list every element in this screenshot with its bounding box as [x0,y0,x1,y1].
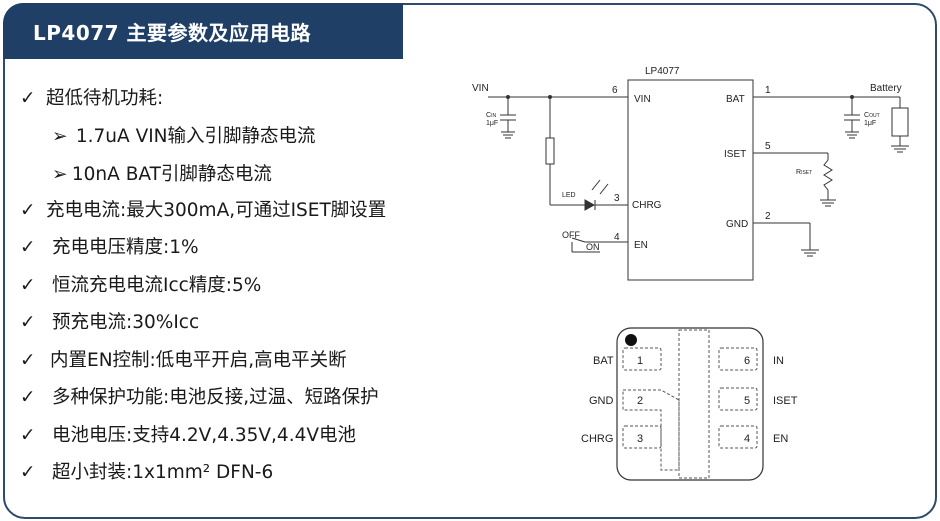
package-pinout: BAT 1 GND 2 CHRG 3 6 IN 5 ISET 4 EN [581,327,798,481]
pin-chrg-name: CHRG [632,200,662,211]
pin-iset-name: ISET [724,149,746,160]
pin-en-num: 4 [614,232,620,243]
pin1-dot-icon [625,334,637,346]
pkg-pin-name: ISET [773,395,798,407]
arrow-icon: ➢ [52,126,68,147]
pin-vin-name: VIN [634,94,651,105]
slide-title: LP4077 主要参数及应用电路 [33,21,312,45]
pkg-pin-num: 3 [637,433,643,445]
feature-text: 多种保护功能:电池反接,过温、短路保护 [52,387,379,408]
battery-label: Battery [870,83,902,94]
cout-value: 1μF [864,120,876,127]
list-item: ➢ 1.7uA VIN输入引脚静态电流 [52,122,316,148]
feature-text: 内置EN控制:低电平开启,高电平关断 [50,350,347,371]
check-icon: ✓ [20,200,36,221]
svg-text:COUT: COUT [864,112,880,119]
feature-text: 电池电压:支持4.2V,4.35V,4.4V电池 [52,425,356,446]
feature-text: 10nA BAT引脚静态电流 [71,164,272,185]
title-banner: LP4077 主要参数及应用电路 [3,3,403,59]
feature-text: 恒流充电电流Icc精度:5% [52,275,262,296]
rset-label: R [796,169,801,176]
check-icon: ✓ [20,387,36,408]
list-item: ➢ 10nA BAT引脚静态电流 [52,160,272,186]
check-icon: ✓ [20,237,36,258]
pin-vin-num: 6 [612,85,618,96]
svg-text:CIN: CIN [486,112,496,119]
check-icon: ✓ [20,462,36,483]
cout-label: C [864,112,869,119]
arrow-icon: ➢ [52,164,68,185]
pkg-pin-name: EN [773,433,788,445]
cin-value: 1μF [486,120,498,127]
pin-chrg-num: 3 [614,193,620,204]
chip-body [627,79,754,281]
pin-bat-name: BAT [726,94,745,105]
pkg-pin-name: CHRG [581,433,613,445]
led-label: LED [562,192,576,199]
pkg-pin-name: IN [773,355,784,367]
package-body [616,327,764,481]
cout-sub: OUT [869,113,880,119]
application-schematic: LP4077 VIN Battery VIN 6 CHRG 3 EN 4 BAT… [472,66,909,281]
pin-gnd-num: 2 [765,211,771,222]
check-icon: ✓ [20,350,36,371]
check-icon: ✓ [20,88,36,109]
pkg-pin-num: 2 [637,395,643,407]
svg-text:RISET: RISET [796,169,812,176]
pkg-pin-name: GND [589,395,614,407]
pin-iset-num: 5 [765,141,771,152]
feature-text: 超小封装:1x1mm² DFN-6 [52,462,274,483]
cin-label: C [486,112,491,119]
chip-label: LP4077 [645,66,680,77]
pin-en-name: EN [634,240,648,251]
feature-text: 1.7uA VIN输入引脚静态电流 [75,126,316,147]
pkg-pin-num: 1 [637,355,643,367]
rset-sub: ISET [801,170,812,176]
off-label: OFF [562,230,580,240]
pin-gnd-name: GND [726,219,748,230]
on-label: ON [586,242,600,252]
feature-text: 预充电流:30%Icc [52,312,200,333]
slide-frame [3,3,937,519]
pkg-pin-num: 6 [744,355,750,367]
check-icon: ✓ [20,275,36,296]
pin-bat-num: 1 [765,85,771,96]
cin-sub: IN [491,113,496,119]
feature-text: 充电电压精度:1% [52,237,199,258]
check-icon: ✓ [20,425,36,446]
vin-label: VIN [472,83,489,94]
feature-text: 超低待机功耗: [46,88,164,109]
pkg-pin-num: 4 [744,433,750,445]
check-icon: ✓ [20,312,36,333]
pkg-pin-num: 5 [744,395,750,407]
pkg-pin-name: BAT [593,355,614,367]
feature-text: 充电电流:最大300mA,可通过ISET脚设置 [46,200,387,221]
